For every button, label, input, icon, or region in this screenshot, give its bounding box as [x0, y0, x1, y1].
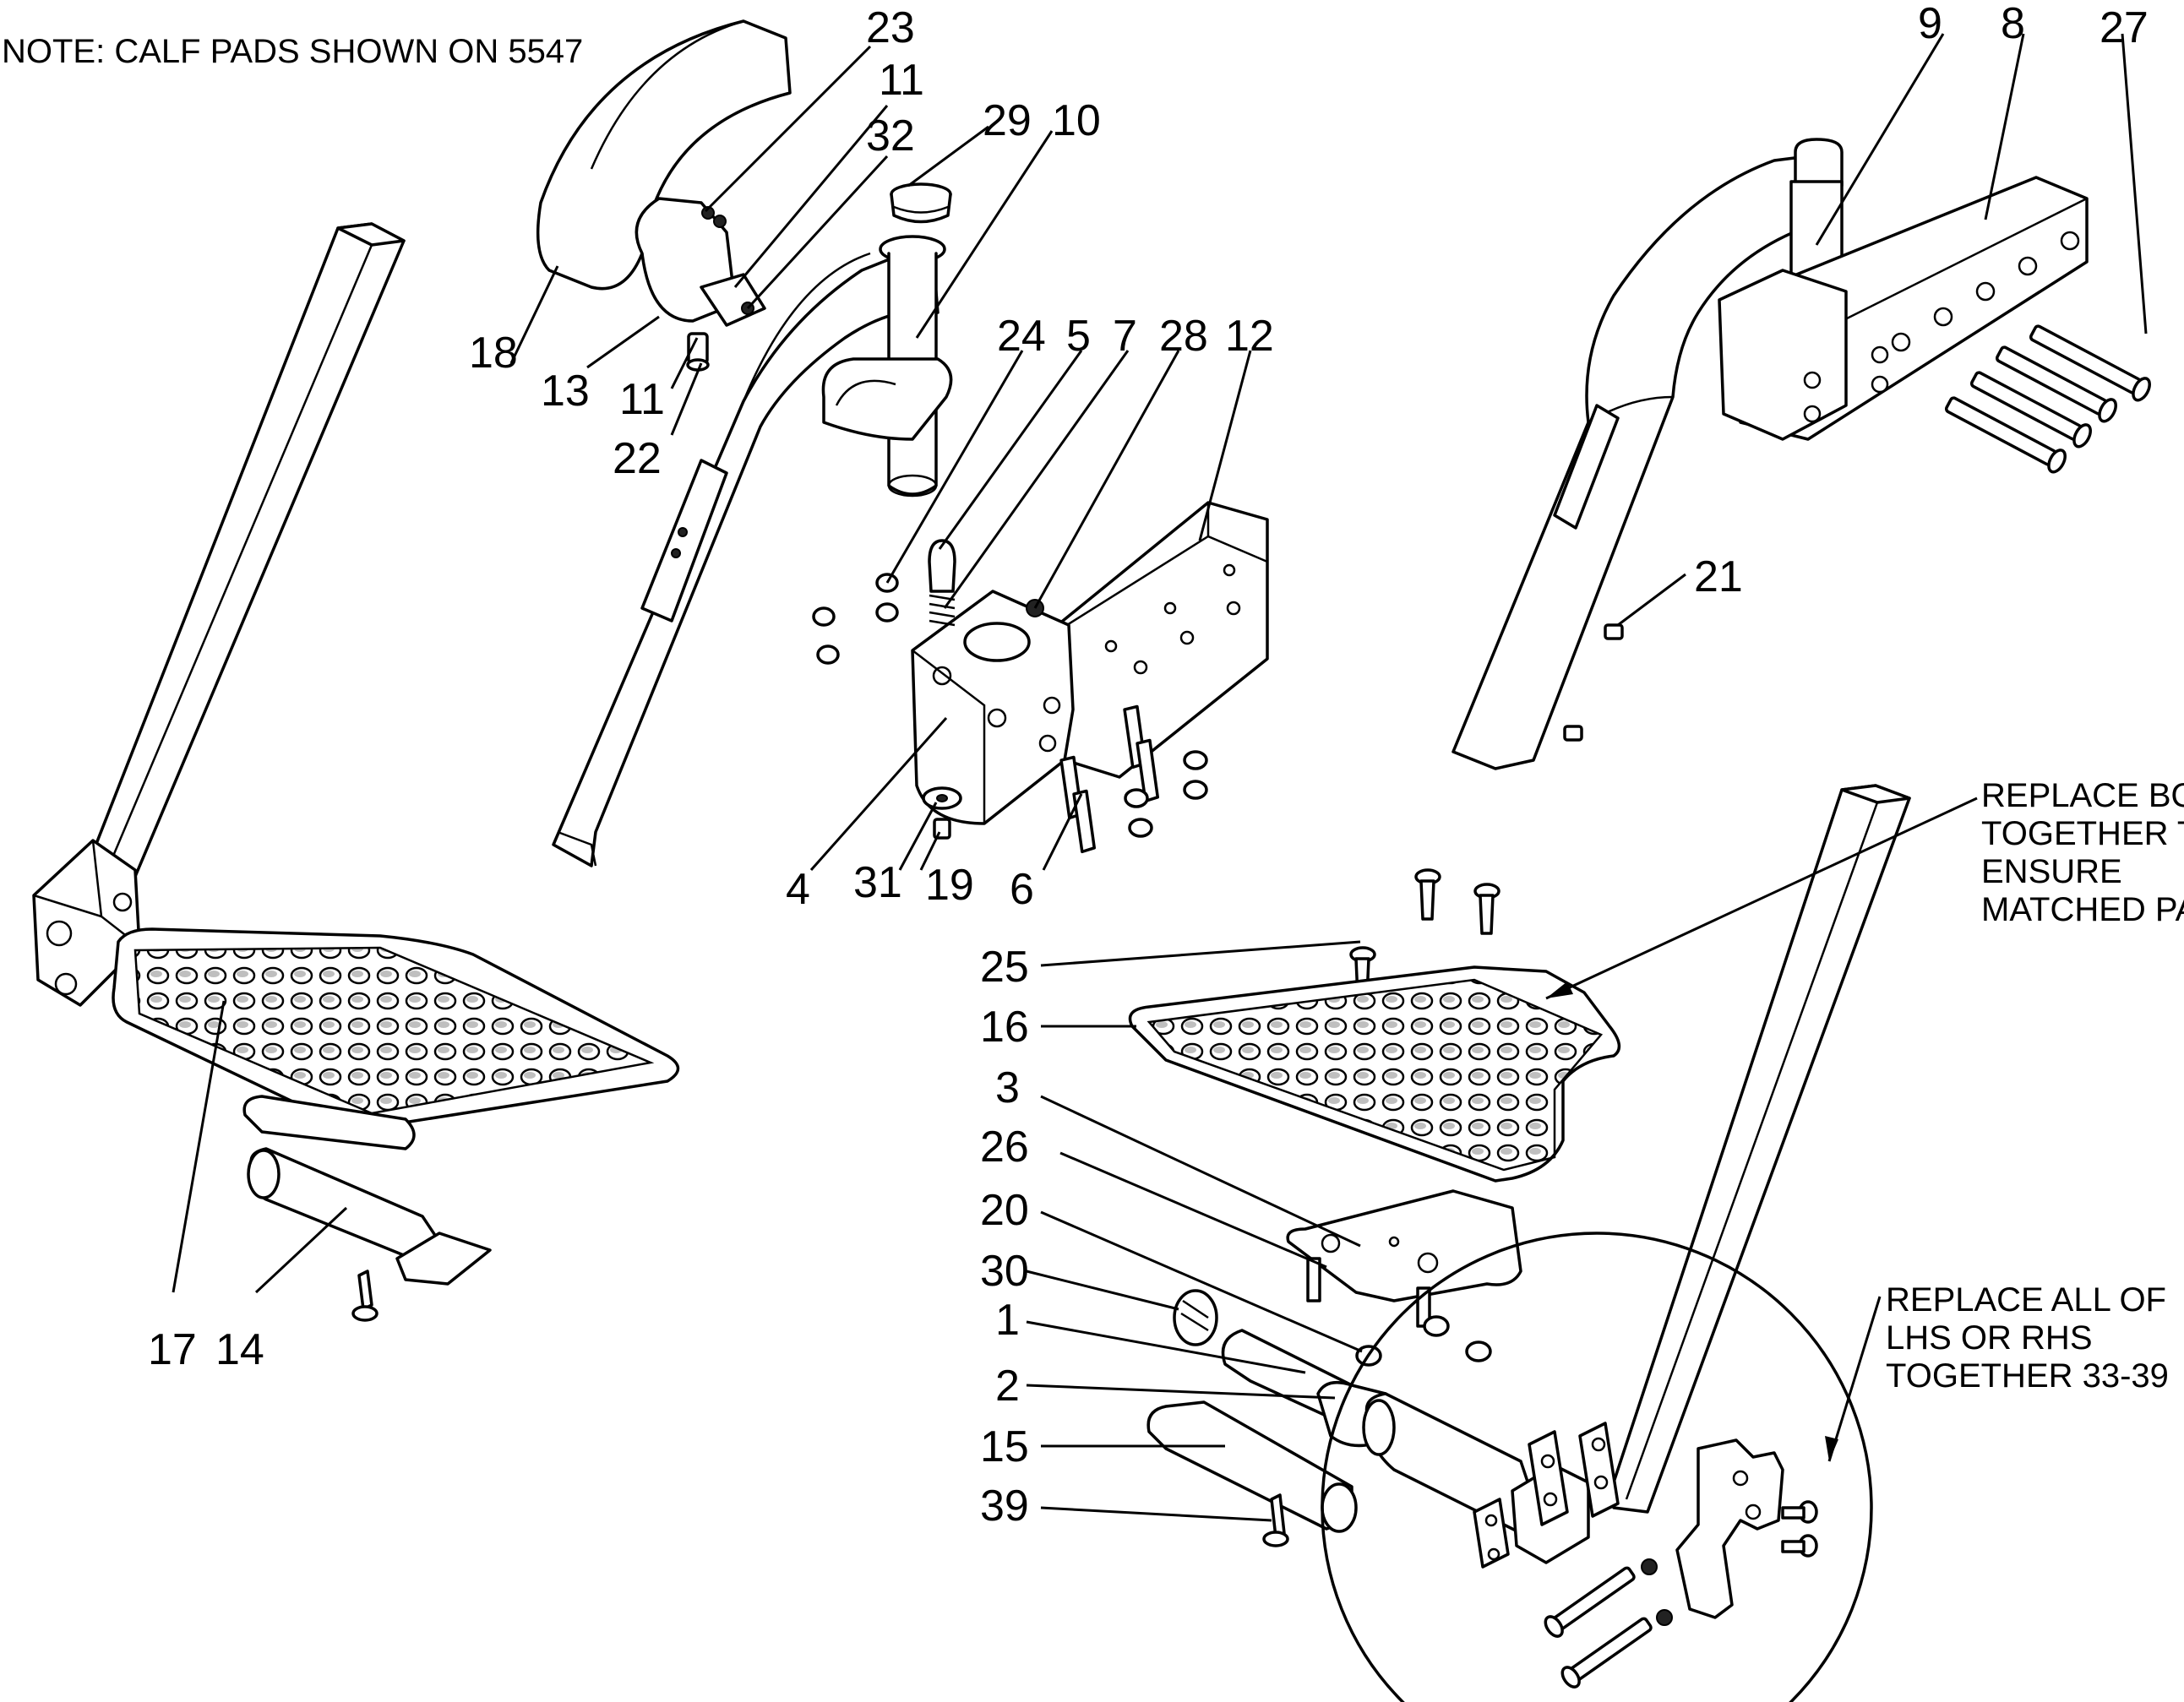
callout-10: 10 [1052, 96, 1101, 145]
callout-21: 21 [1694, 552, 1743, 601]
leader-26 [1059, 1151, 1327, 1269]
leader-29 [907, 125, 989, 188]
callout-6: 6 [1010, 865, 1034, 914]
callout-1: 1 [995, 1296, 1020, 1345]
block-hardware [812, 539, 1208, 854]
callout-18: 18 [469, 329, 518, 378]
leader-28 [1033, 350, 1180, 609]
callout-30: 30 [980, 1247, 1029, 1296]
leader-14 [254, 1206, 348, 1294]
leader-23 [704, 45, 872, 213]
leader-6 [1042, 793, 1083, 871]
assembled-hanger [1451, 138, 2151, 770]
callout-11-top: 11 [879, 56, 924, 105]
leader-20 [1040, 1210, 1363, 1353]
leader-replace-pair [1545, 797, 1978, 1000]
callout-25: 25 [980, 943, 1029, 992]
callout-7: 7 [1113, 312, 1137, 361]
leader-11a [733, 105, 889, 288]
leader-7 [943, 350, 1130, 609]
callout-4: 4 [786, 865, 810, 914]
replace-pair-line-2: TOGETHER TO [1981, 815, 2184, 852]
leader-25 [1040, 940, 1361, 967]
replace-pair-line-3: ENSURE [1981, 853, 2122, 890]
leader-2 [1026, 1384, 1336, 1400]
leader-18 [509, 265, 559, 364]
callout-32: 32 [866, 111, 915, 160]
callout-22: 22 [613, 434, 662, 483]
leader-9 [1815, 33, 1945, 246]
callout-23: 23 [866, 3, 915, 52]
leader-1 [1026, 1320, 1306, 1374]
leader-replace-all [1827, 1296, 1882, 1462]
callout-2: 2 [995, 1362, 1020, 1411]
leader-5 [938, 350, 1083, 550]
replace-all-line-2: LHS OR RHS [1886, 1319, 2093, 1357]
callout-20: 20 [980, 1186, 1029, 1235]
leader-32 [746, 155, 889, 310]
leader-8 [1984, 33, 2025, 220]
callout-26: 26 [980, 1123, 1029, 1172]
left-footrest-assembly [32, 222, 680, 1322]
replace-all-line-3: TOGETHER 33-39 [1886, 1357, 2169, 1395]
callout-9: 9 [1918, 0, 1942, 48]
leader-3 [1040, 1095, 1361, 1248]
leader-27 [2121, 33, 2148, 334]
callout-39: 39 [980, 1482, 1029, 1531]
leader-17 [172, 1000, 226, 1293]
callout-13: 13 [541, 367, 590, 416]
leader-11b [670, 337, 699, 389]
callout-8: 8 [2001, 0, 2025, 48]
arrowhead-replace-all [1825, 1436, 1838, 1461]
leader-24 [885, 350, 1024, 584]
callout-15: 15 [980, 1422, 1029, 1471]
callout-17: 17 [148, 1325, 197, 1374]
callout-31: 31 [853, 858, 902, 907]
leader-22 [670, 362, 703, 436]
leader-30 [1026, 1270, 1179, 1311]
leader-13 [586, 315, 660, 369]
hanger-tube [552, 182, 953, 867]
replace-all-line-1: REPLACE ALL OF [1886, 1281, 2166, 1319]
replace-pair-line-4: MATCHED PAIR [1981, 891, 2184, 928]
leader-39 [1040, 1506, 1272, 1522]
callout-5: 5 [1066, 312, 1091, 361]
leader-21 [1617, 573, 1686, 627]
callout-16: 16 [980, 1003, 1029, 1052]
callout-29: 29 [983, 96, 1032, 145]
receiver-block [911, 501, 1269, 825]
calf-pad-assembly [536, 19, 792, 372]
callout-14: 14 [215, 1325, 264, 1374]
leader-12 [1198, 350, 1252, 541]
callout-27: 27 [2100, 3, 2149, 52]
footplate-exploded [1128, 784, 1911, 1564]
callout-28: 28 [1159, 312, 1208, 361]
callout-12: 12 [1225, 312, 1274, 361]
callout-3: 3 [995, 1063, 1020, 1112]
leader-4 [809, 717, 948, 871]
callout-11-bottom: 11 [619, 375, 665, 424]
detail-circle-33-39 [1321, 1232, 1873, 1702]
leader-10 [915, 130, 1054, 339]
calf-pad-note: NOTE: CALF PADS SHOWN ON 5547 [2, 33, 583, 70]
leader-19 [919, 831, 941, 871]
arrowhead-replace-pair [1546, 982, 1573, 998]
leader-31 [898, 802, 938, 871]
callout-19: 19 [925, 861, 974, 910]
callout-24: 24 [997, 312, 1046, 361]
replace-pair-line-1: REPLACE BOTH [1981, 777, 2184, 814]
